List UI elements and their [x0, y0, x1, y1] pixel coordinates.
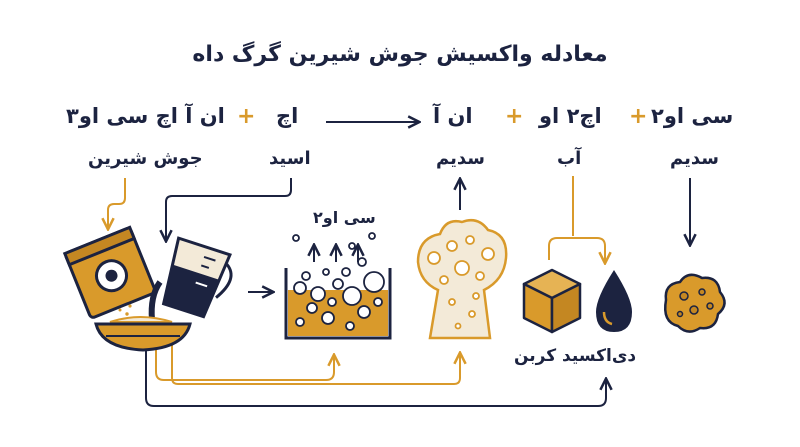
acid-cup-icon [148, 236, 233, 321]
label-sodium-1: سدیم [670, 148, 719, 169]
mixing-bowl-icon [94, 316, 192, 352]
gas-label: سی او۲ [313, 208, 376, 227]
co2-label: دی‌اکسید کربن [514, 346, 637, 366]
label-baking-soda: جوش شیرین [88, 148, 203, 169]
plus-sign-2: + [505, 104, 524, 129]
label-water: آب [557, 148, 582, 169]
foam-icon [416, 219, 508, 340]
term-co2: سی او۲ [651, 104, 734, 128]
baking-soda-box-icon [62, 225, 157, 320]
term-acid: اچ [276, 104, 299, 128]
sodium-cluster-icon [664, 273, 726, 333]
diagram-title: معادله واکسیش جوش شیرین گرگ داه [192, 42, 608, 67]
term-water: اچ۲ او [539, 104, 602, 128]
water-drop-icon [596, 270, 632, 332]
label-sodium-2: سدیم [436, 148, 485, 169]
term-baking-soda: ان آ اچ سی او۳ [66, 104, 225, 128]
plus-sign-3: + [237, 104, 256, 129]
plus-sign-1: + [629, 104, 648, 129]
fizzing-beaker-icon [284, 232, 392, 340]
label-acid: اسید [269, 148, 311, 169]
connector-arrows [108, 176, 690, 407]
cube-icon [522, 268, 582, 334]
term-sodium: ان آ [433, 104, 473, 128]
